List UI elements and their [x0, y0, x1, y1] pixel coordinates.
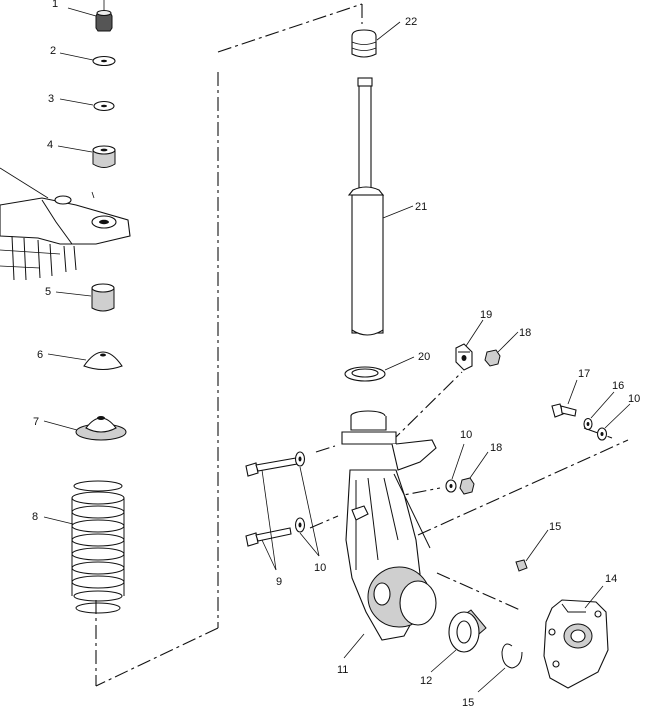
callout-18-upper: 18 — [519, 327, 531, 339]
part-10-washer-middle — [445, 479, 457, 493]
callout-2: 2 — [50, 45, 56, 57]
callout-19: 19 — [480, 309, 492, 321]
part-17-bolt — [551, 403, 577, 418]
strut-tower-mount — [0, 191, 131, 281]
callout-16: 16 — [612, 380, 624, 392]
callout-8: 8 — [32, 511, 38, 523]
callout-21: 21 — [415, 201, 427, 213]
part-10-washer-upper — [294, 451, 306, 467]
part-8-coil-spring — [71, 480, 125, 614]
part-18-nut-middle — [459, 477, 475, 495]
callout-20: 20 — [418, 351, 430, 363]
callout-6: 6 — [37, 349, 43, 361]
part-10-washer-lower — [294, 517, 306, 533]
callout-1: 1 — [52, 0, 58, 10]
part-9-bolt-upper — [245, 457, 298, 477]
part-7-spring-retainer — [75, 416, 127, 441]
part-11-spindle-knuckle — [341, 410, 437, 641]
callout-14: 14 — [605, 573, 617, 585]
part-2-washer — [92, 55, 116, 67]
callout-22: 22 — [405, 16, 417, 28]
callout-10-lower-left: 10 — [314, 562, 326, 574]
callout-10-middle: 10 — [460, 429, 472, 441]
part-13-snap-ring — [501, 643, 523, 669]
part-15-grease-fitting — [515, 559, 528, 572]
callout-11: 11 — [337, 664, 348, 676]
part-18-nut-upper — [484, 349, 501, 367]
part-9-bolt-lower — [245, 527, 292, 547]
callout-4: 4 — [47, 139, 53, 151]
part-16-washer — [583, 417, 593, 431]
part-14-brake-caliper — [543, 599, 609, 689]
callout-10-right: 10 — [628, 393, 640, 405]
part-12-wheel-bearing — [448, 609, 487, 653]
leader-lines — [0, 7, 631, 693]
part-4-bushing — [92, 145, 116, 168]
callout-17: 17 — [578, 368, 590, 380]
callout-9: 9 — [276, 576, 282, 588]
part-5-bushing — [91, 283, 115, 312]
callout-7: 7 — [33, 416, 39, 428]
part-19-bracket — [455, 343, 473, 371]
callout-3: 3 — [48, 93, 54, 105]
assembly-centerlines — [95, 3, 629, 687]
part-6-spring-seat-cup — [83, 351, 123, 371]
part-22-bump-stop — [351, 29, 377, 58]
callout-15-snap-ring: 15 — [462, 697, 474, 709]
callout-labels: 1 2 3 4 5 6 7 8 9 10 10 10 11 12 14 15 1… — [32, 0, 640, 709]
part-21-shock-absorber — [347, 77, 385, 336]
part-3-washer — [93, 100, 115, 112]
part-1-nut — [95, 0, 113, 32]
part-20-seat-washer — [344, 366, 386, 382]
part-10-washer-right — [596, 427, 608, 441]
callout-5: 5 — [45, 286, 51, 298]
callout-12: 12 — [420, 675, 432, 687]
callout-18-middle: 18 — [490, 442, 502, 454]
callout-15-fitting: 15 — [549, 521, 561, 533]
